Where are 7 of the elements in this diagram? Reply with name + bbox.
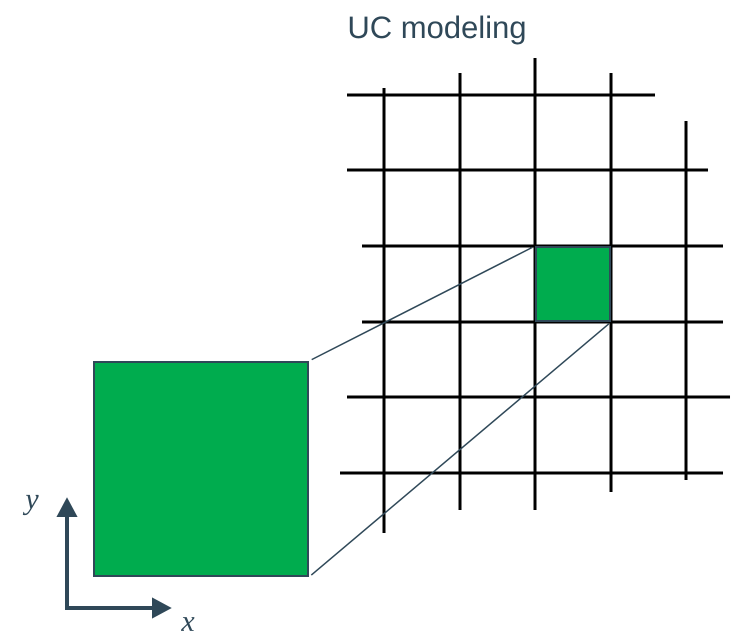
axis-label: y <box>22 494 39 516</box>
zoom-line <box>311 246 533 360</box>
zoom-line <box>310 323 610 576</box>
unit-cell-square <box>93 361 309 577</box>
axis-label: x <box>180 617 194 631</box>
title: UC modeling <box>350 16 525 44</box>
unit-cell-square <box>535 246 611 322</box>
